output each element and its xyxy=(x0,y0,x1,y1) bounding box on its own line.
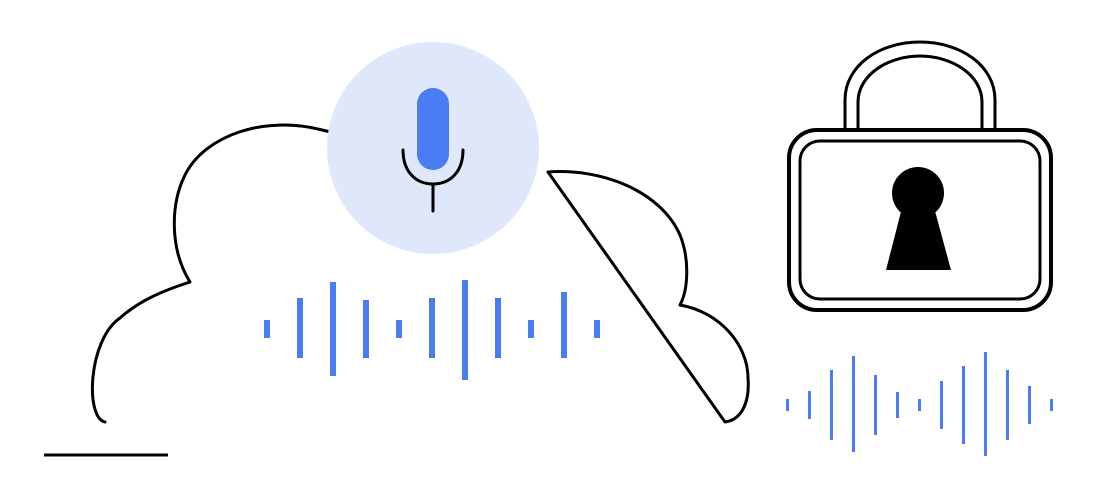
keyhole-icon xyxy=(886,167,951,270)
sound-wave-icon xyxy=(264,280,600,380)
microphone-icon xyxy=(401,88,465,213)
cloud-icon xyxy=(90,123,750,424)
sound-wave-icon-secondary xyxy=(786,352,1053,456)
